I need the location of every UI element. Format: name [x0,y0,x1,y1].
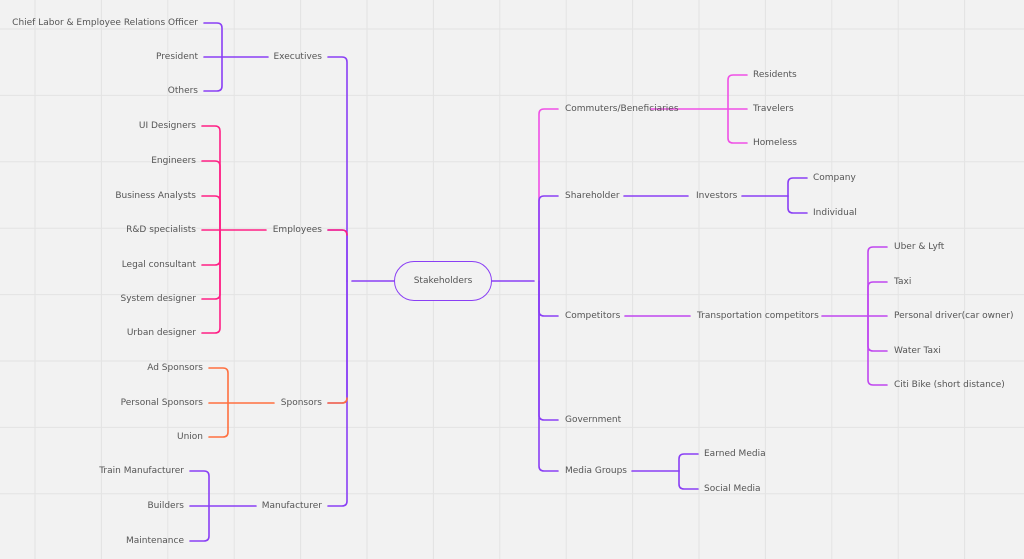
node-ui-designers[interactable]: UI Designers [138,121,196,131]
node-urban-designer[interactable]: Urban designer [126,328,196,338]
node-manufacturer[interactable]: Manufacturer [261,501,322,511]
node-earned-media[interactable]: Earned Media [704,449,766,459]
node-shareholder[interactable]: Shareholder [565,191,620,201]
root-node-label: Stakeholders [413,276,473,286]
node-legal-consultant[interactable]: Legal consultant [121,260,196,270]
node-personal-sponsors[interactable]: Personal Sponsors [120,398,203,408]
node-media-groups[interactable]: Media Groups [565,466,627,476]
node-union[interactable]: Union [176,432,203,442]
node-social-media[interactable]: Social Media [704,484,761,494]
node-commuters-beneficiaries[interactable]: Commuters/Beneficiaries [565,104,679,114]
node-executives[interactable]: Executives [273,52,322,62]
node-travelers[interactable]: Travelers [753,104,794,114]
node-taxi[interactable]: Taxi [894,277,912,287]
node-government[interactable]: Government [565,415,622,425]
node-company[interactable]: Company [813,173,856,183]
node-engineers[interactable]: Engineers [151,156,196,166]
node-maintenance[interactable]: Maintenance [126,536,184,546]
node-sponsors[interactable]: Sponsors [280,398,322,408]
node-president[interactable]: President [156,52,198,62]
node-ad-sponsors[interactable]: Ad Sponsors [147,363,203,373]
node-train-manufacturer[interactable]: Train Manufacturer [99,466,184,476]
node-homeless[interactable]: Homeless [753,138,797,148]
root-node-stakeholders[interactable]: Stakeholders [394,261,492,301]
node-personal-driver[interactable]: Personal driver(car owner) [894,311,1014,321]
node-others[interactable]: Others [167,86,198,96]
node-investors[interactable]: Investors [696,191,738,201]
node-business-analysts[interactable]: Business Analysts [115,191,196,201]
node-chief-labor-officer[interactable]: Chief Labor & Employee Relations Officer [12,18,198,28]
node-individual[interactable]: Individual [813,208,857,218]
node-rd-specialists[interactable]: R&D specialists [126,225,196,235]
node-system-designer[interactable]: System designer [120,294,196,304]
node-builders[interactable]: Builders [147,501,184,511]
node-transportation-competitors[interactable]: Transportation competitors [697,311,819,321]
node-water-taxi[interactable]: Water Taxi [894,346,941,356]
node-uber-lyft[interactable]: Uber & Lyft [894,242,945,252]
node-competitors[interactable]: Competitors [565,311,621,321]
node-employees[interactable]: Employees [272,225,322,235]
node-residents[interactable]: Residents [753,70,797,80]
node-citi-bike[interactable]: Citi Bike (short distance) [894,380,1005,390]
